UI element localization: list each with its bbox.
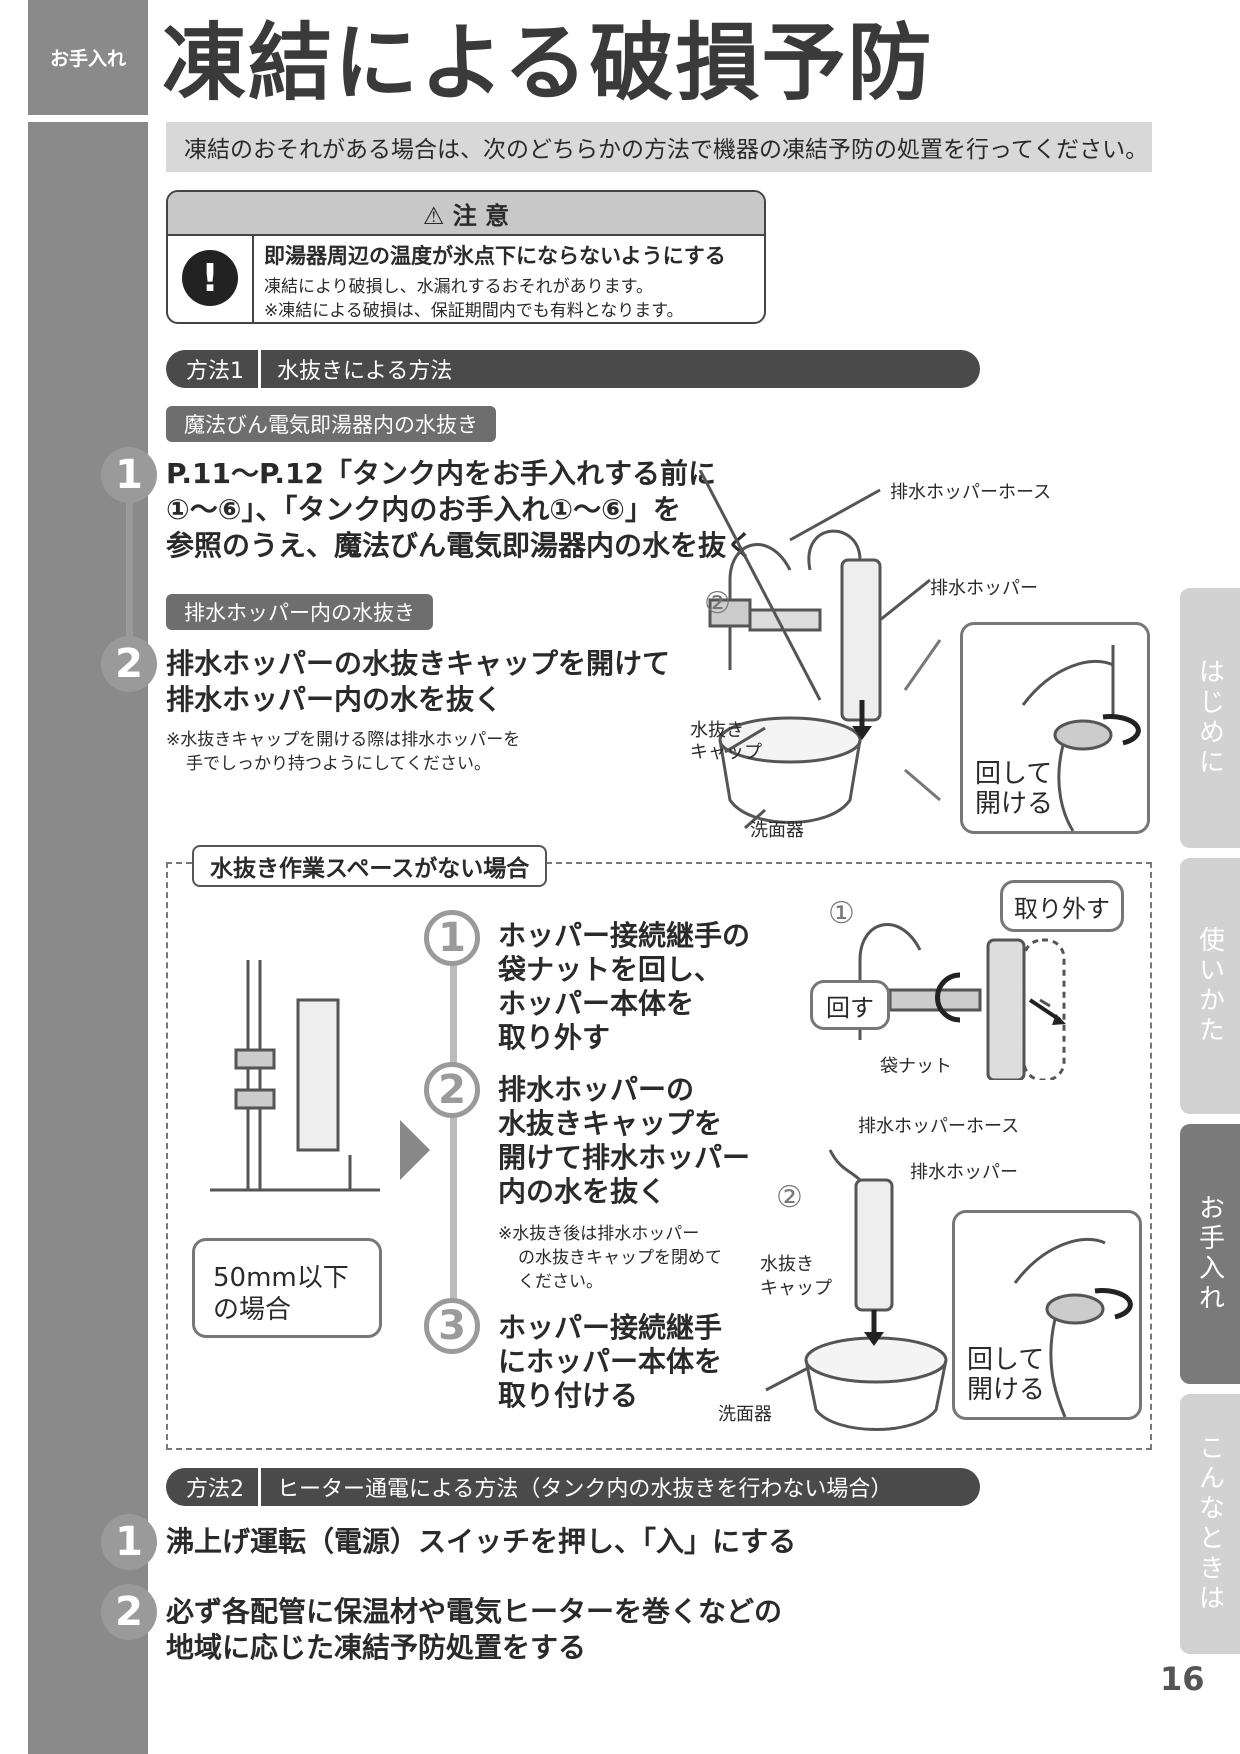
- step-connector: [126, 460, 133, 650]
- fig2-remove-callout: 取り外す: [1000, 880, 1124, 932]
- caution-line2: 凍結により破損し、水漏れするおそれがあります。: [264, 277, 653, 297]
- fig3-detail-bubble: 回して 開ける: [952, 1210, 1142, 1420]
- nospace-step-number-3: 3: [424, 1298, 480, 1354]
- hand-turning-cap-illustration: [1021, 645, 1141, 832]
- fig2-turn-label: 回す: [826, 993, 874, 1022]
- nospace-s2-note1: ※水抜き後は排水ホッパー: [498, 1224, 700, 1244]
- step1-line3: 参照のうえ、魔法びん電気即湯器内の水を抜く: [166, 529, 755, 562]
- step2-note-line2: 手でしっかり持つようにしてください。: [186, 754, 491, 774]
- subhead-tank-drain: 魔法びん電気即湯器内の水抜き: [166, 406, 496, 442]
- fig3-circle-2: ②: [776, 1180, 803, 1215]
- step-number-2: 2: [101, 636, 157, 692]
- nospace-s1-line2: 袋ナットを回し、: [498, 953, 723, 986]
- figure-remove-hopper: ① 取り外す 回す 袋ナット: [810, 880, 1140, 1082]
- caution-line1: 即湯器周辺の温度が氷点下にならないようにする: [264, 244, 726, 268]
- clearance-figure: [200, 960, 400, 1200]
- nospace-box: [166, 862, 1152, 1450]
- nospace-s2-line1: 排水ホッパーの: [498, 1073, 695, 1106]
- fig2-turn-callout: 回す: [810, 980, 890, 1030]
- intro-banner: 凍結のおそれがある場合は、次のどちらかの方法で機器の凍結予防の処置を行ってくださ…: [166, 122, 1152, 172]
- nospace-step-connector: [450, 930, 457, 1330]
- fig1-hopper-label: 排水ホッパー: [930, 578, 1038, 599]
- tab-troubleshooting[interactable]: こんなときは: [1180, 1394, 1240, 1654]
- fig1-basin-label: 洗面器: [750, 820, 804, 841]
- fig1-circle-2: ②: [704, 586, 731, 621]
- method2-text: ヒーター通電による方法（タンク内の水抜きを行わない場合）: [277, 1477, 893, 1502]
- left-sidebar-bar: [28, 122, 148, 1754]
- nospace-s1-line4: 取り外す: [498, 1021, 611, 1054]
- clearance-line2: の場合: [213, 1295, 292, 1325]
- step1-line1: P.11〜P.12「タンク内をお手入れする前に: [166, 457, 716, 490]
- nospace-step-number-2: 2: [424, 1062, 480, 1118]
- fig3-cap-label-1: 水抜き: [760, 1254, 814, 1275]
- method2-step1: 沸上げ運転（電源）スイッチを押し、「入」にする: [166, 1525, 797, 1558]
- fig2-remove-label: 取り外す: [1014, 894, 1110, 923]
- figure-hopper-drain: 排水ホッパーホース 排水ホッパー ② 水抜き キャップ 洗面器 回して 開ける: [690, 469, 1150, 850]
- nospace-s1-line1: ホッパー接続継手の: [498, 919, 751, 952]
- nospace-title: 水抜き作業スペースがない場合: [192, 845, 548, 887]
- tab-maintenance[interactable]: お手入れ: [1180, 1124, 1240, 1384]
- nospace-s2-line2: 水抜きキャップを: [498, 1107, 723, 1140]
- section-tag: お手入れ: [28, 0, 148, 115]
- method1-text: 水抜きによる方法: [277, 359, 453, 384]
- method1-header: 方法1 水抜きによる方法: [166, 350, 980, 388]
- hand-turning-cap-illustration-2: [1013, 1237, 1133, 1418]
- step1-line2: ①〜⑥」、「タンク内のお手入れ①〜⑥」を: [166, 493, 681, 526]
- caution-line3: ※凍結による破損は、保証期間内でも有料となります。: [264, 301, 684, 321]
- method2-step-number-2: 2: [101, 1584, 157, 1640]
- fig2-circle-1: ①: [828, 896, 855, 931]
- clearance-line1: 50mm以下: [213, 1263, 349, 1293]
- method2-step2-line1: 必ず各配管に保温材や電気ヒーターを巻くなどの: [166, 1595, 783, 1628]
- tab-introduction[interactable]: はじめに: [1180, 588, 1240, 848]
- fig3-turn-label-2: 開ける: [967, 1375, 1046, 1405]
- step2-line2: 排水ホッパー内の水を抜く: [166, 683, 503, 716]
- fig1-turn-label-2: 開ける: [975, 789, 1054, 819]
- fig3-cap-label-2: キャップ: [760, 1278, 832, 1299]
- nospace-s3-line3: 取り付ける: [498, 1379, 639, 1412]
- arrow-right-icon: [400, 1120, 430, 1180]
- nospace-s1-line3: ホッパー本体を: [498, 987, 695, 1020]
- figure-nospace-drain: 排水ホッパーホース 排水ホッパー ② 水抜き キャップ 洗面器 回して 開ける: [700, 1110, 1150, 1440]
- nospace-s3-line1: ホッパー接続継手: [498, 1311, 723, 1344]
- caution-header: ⚠ 注 意: [168, 192, 764, 236]
- fig3-hose-label: 排水ホッパーホース: [858, 1116, 1020, 1137]
- intro-text: 凍結のおそれがある場合は、次のどちらかの方法で機器の凍結予防の処置を行ってくださ…: [184, 137, 1149, 163]
- clearance-illustration: [210, 960, 380, 1192]
- fig1-cap-label-2: キャップ: [690, 742, 762, 763]
- fig1-hose-label: 排水ホッパーホース: [890, 482, 1052, 503]
- nospace-drain-illustration: [765, 1149, 948, 1431]
- method1-label: 方法1: [166, 350, 261, 388]
- exclamation-icon: !: [182, 250, 238, 306]
- step2-line1: 排水ホッパーの水抜きキャップを開けて: [166, 647, 671, 680]
- fig1-cap-label-1: 水抜き: [690, 720, 744, 741]
- clearance-callout: 50mm以下 の場合: [192, 1238, 382, 1338]
- hopper-illustration: [698, 469, 942, 830]
- nospace-s2-line4: 内の水を抜く: [498, 1175, 667, 1208]
- remove-hopper-illustration: [858, 923, 1066, 1082]
- method2-label: 方法2: [166, 1468, 261, 1506]
- subhead-hopper-drain: 排水ホッパー内の水抜き: [166, 594, 433, 630]
- fig3-hopper-label: 排水ホッパー: [910, 1162, 1018, 1183]
- nospace-step-number-1: 1: [424, 910, 480, 966]
- fig1-detail-bubble: 回して 開ける: [960, 622, 1150, 834]
- fig3-basin-label: 洗面器: [718, 1404, 772, 1425]
- caution-box: ⚠ 注 意 ! 即湯器周辺の温度が氷点下にならないようにする 凍結により破損し、…: [166, 190, 766, 324]
- nospace-s2-line3: 開けて排水ホッパー: [498, 1141, 751, 1174]
- nospace-s3-line2: にホッパー本体を: [498, 1345, 723, 1378]
- page-number: 16: [1160, 1660, 1205, 1698]
- caution-icon-cell: !: [168, 234, 254, 322]
- nospace-s2-note3: ください。: [518, 1272, 603, 1292]
- method2-header: 方法2 ヒーター通電による方法（タンク内の水抜きを行わない場合）: [166, 1468, 980, 1506]
- fig1-turn-label-1: 回して: [975, 759, 1053, 789]
- step2-note-line1: ※水抜きキャップを開ける際は排水ホッパーを: [166, 730, 521, 750]
- nospace-s2-note2: の水抜きキャップを閉めて: [518, 1248, 722, 1268]
- fig2-nut-label: 袋ナット: [880, 1056, 952, 1077]
- page-title: 凍結による破損予防: [162, 14, 934, 112]
- fig3-turn-label-1: 回して: [967, 1345, 1045, 1375]
- method2-step-number-1: 1: [101, 1514, 157, 1570]
- tab-usage[interactable]: 使いかた: [1180, 858, 1240, 1114]
- method2-step2-line2: 地域に応じた凍結予防処置をする: [166, 1631, 587, 1664]
- step-number-1: 1: [101, 447, 157, 503]
